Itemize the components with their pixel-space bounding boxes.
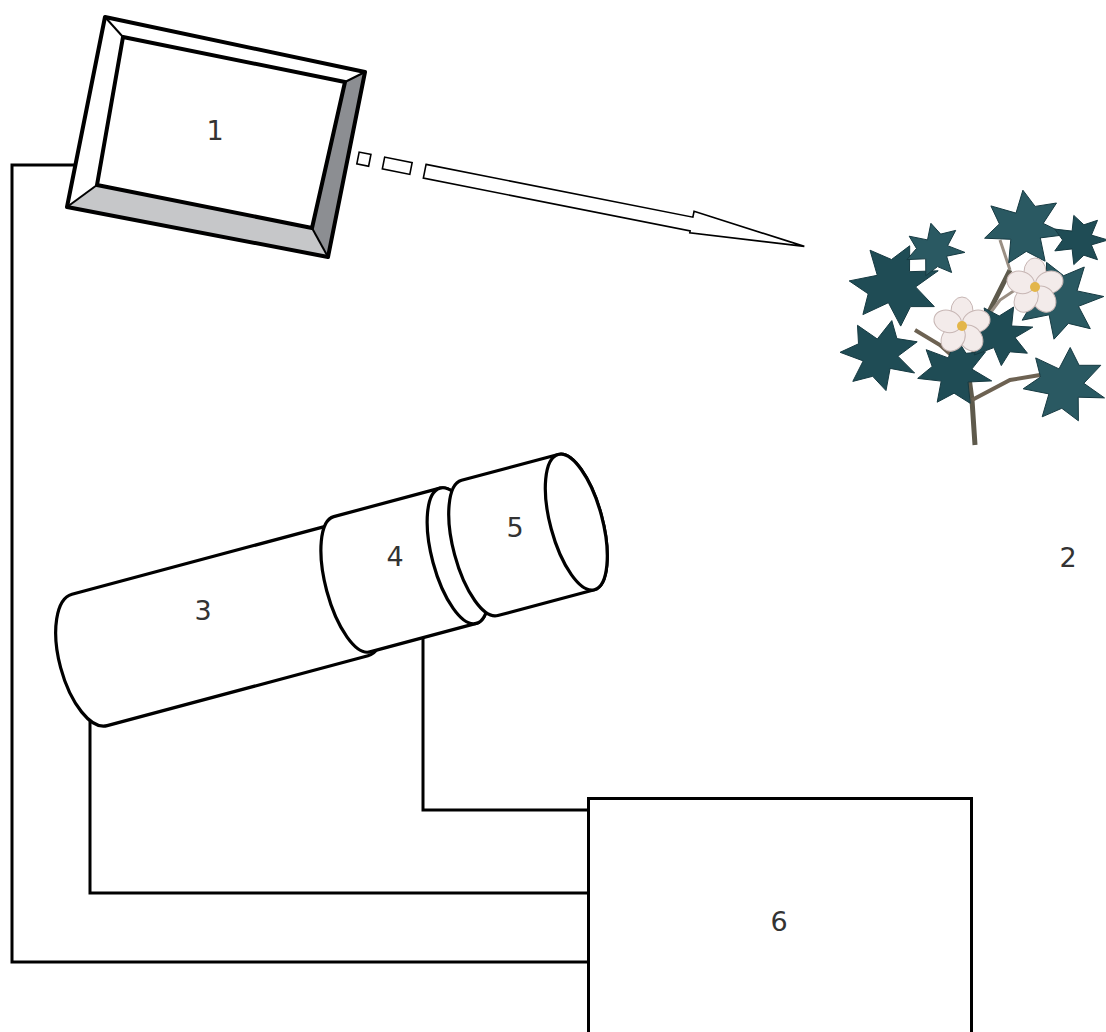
- lens: 5: [455, 448, 600, 623]
- callout-number: 6: [770, 908, 787, 935]
- leaf: [907, 223, 965, 275]
- leaf: [985, 190, 1067, 263]
- wire: [90, 721, 587, 893]
- callout-number: 5: [506, 514, 523, 541]
- flower: [1004, 258, 1066, 317]
- light-beam-arrow: [356, 145, 807, 255]
- callout-number: 4: [386, 543, 403, 570]
- leaf: [1055, 215, 1106, 264]
- callout-number: 1: [206, 117, 223, 144]
- callout-number: 3: [194, 597, 211, 624]
- control-unit: 6: [587, 797, 973, 1032]
- leaf: [840, 321, 917, 391]
- lamp-panel: 1: [60, 10, 372, 262]
- leaf: [1023, 348, 1104, 421]
- plant-illustration: [840, 190, 1106, 445]
- callout-number: 2: [1059, 544, 1076, 571]
- flower: [931, 297, 993, 356]
- outline: [455, 448, 600, 623]
- wire: [423, 638, 587, 810]
